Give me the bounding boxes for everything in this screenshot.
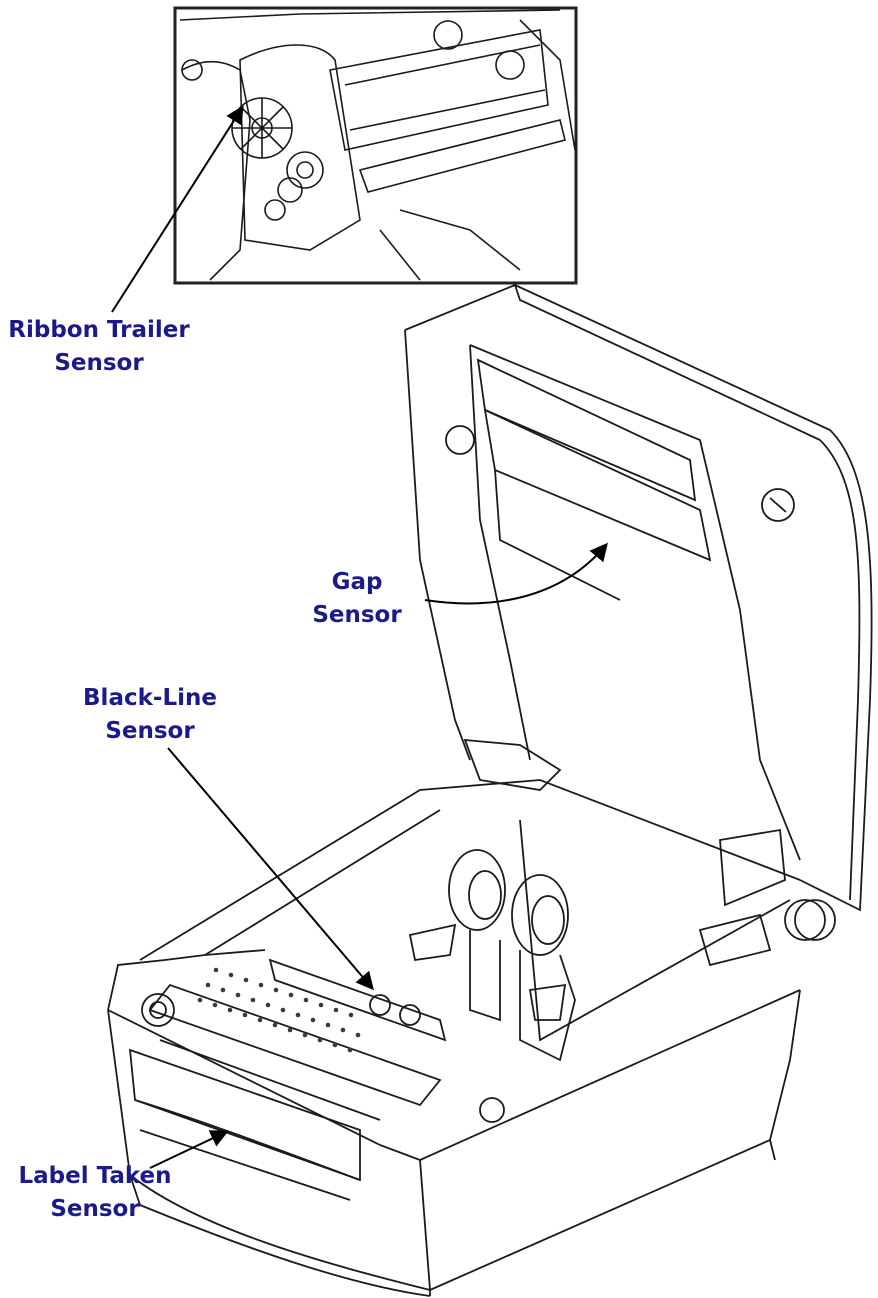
black-line-sensor-label: Black-Line Sensor <box>70 682 230 748</box>
gap-leader <box>424 542 608 605</box>
gap-sensor-label: Gap Sensor <box>302 566 412 632</box>
label-taken-line1: Label Taken <box>18 1163 172 1189</box>
ribbon-trailer-leader <box>111 105 244 313</box>
leader-lines <box>111 105 608 1169</box>
label-taken-sensor-label: Label Taken Sensor <box>10 1160 180 1226</box>
media-tray-texture <box>197 967 361 1053</box>
ribbon-trailer-line1: Ribbon Trailer <box>8 317 190 343</box>
black-line-leader <box>167 747 374 991</box>
label-taken-leader <box>149 1130 229 1169</box>
ribbon-trailer-sensor-label: Ribbon Trailer Sensor <box>4 314 194 380</box>
gap-line1: Gap <box>331 569 383 595</box>
gap-line2: Sensor <box>312 602 402 628</box>
ribbon-trailer-line2: Sensor <box>54 350 144 376</box>
black-line-line1: Black-Line <box>83 685 217 711</box>
black-line-line2: Sensor <box>105 718 195 744</box>
printer-body <box>107 284 873 1297</box>
detail-inset <box>173 6 578 285</box>
label-taken-line2: Sensor <box>50 1196 140 1222</box>
